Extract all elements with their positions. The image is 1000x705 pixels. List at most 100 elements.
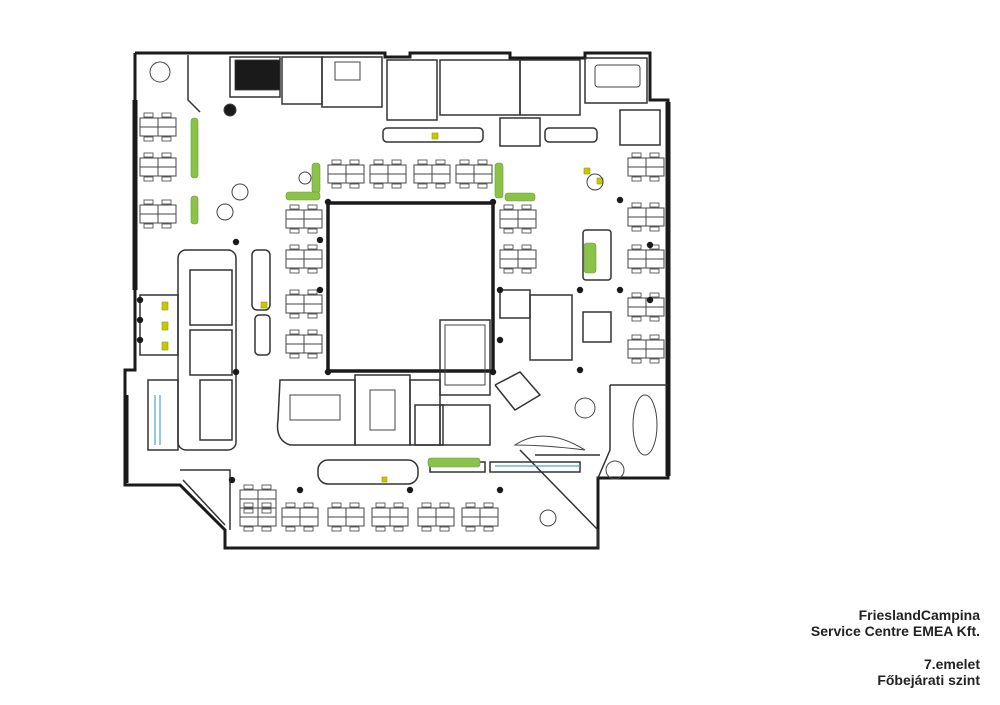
column-marker: [296, 486, 304, 494]
chair: [289, 353, 300, 359]
chair: [307, 204, 318, 210]
glass-elements: [154, 395, 580, 467]
chair: [393, 502, 404, 508]
round-tables: [149, 61, 658, 527]
column-marker: [496, 286, 504, 294]
chair: [143, 112, 154, 118]
chair: [521, 244, 532, 250]
chair: [649, 358, 660, 364]
desk-cluster: [413, 164, 433, 175]
interior-partitions: [139, 55, 668, 548]
chair: [503, 228, 514, 234]
chair: [417, 183, 428, 189]
chair: [161, 152, 172, 158]
column-marker: [576, 286, 584, 294]
desk-cluster: [417, 507, 437, 518]
chair: [631, 292, 642, 298]
desk-cluster: [645, 207, 665, 218]
desk-cluster: [479, 507, 499, 518]
column-marker: [496, 486, 504, 494]
desk-cluster: [157, 166, 177, 177]
chair: [143, 223, 154, 229]
desk-cluster: [369, 173, 389, 184]
column-marker: [576, 366, 584, 374]
desk-cluster: [627, 157, 647, 168]
desk-cluster: [157, 117, 177, 128]
desk-cluster: [413, 173, 433, 184]
desk-cluster: [627, 339, 647, 350]
column-marker: [136, 316, 144, 324]
chair: [649, 268, 660, 274]
chair: [303, 526, 314, 532]
column-marker: [232, 368, 240, 376]
desk-cluster: [157, 204, 177, 215]
column-marker: [316, 286, 324, 294]
chair: [261, 508, 272, 514]
desk-cluster: [345, 507, 365, 518]
chair: [483, 526, 494, 532]
chair: [161, 223, 172, 229]
chair: [503, 204, 514, 210]
desk-cluster: [345, 173, 365, 184]
chair: [331, 159, 342, 165]
desk-cluster: [285, 258, 305, 269]
chair: [243, 502, 254, 508]
chair: [285, 502, 296, 508]
chair: [143, 136, 154, 142]
desk-cluster: [369, 164, 389, 175]
chair: [459, 159, 470, 165]
desk-cluster: [517, 258, 537, 269]
chair: [631, 244, 642, 250]
chair: [261, 526, 272, 532]
chair: [143, 176, 154, 182]
chair: [435, 183, 446, 189]
chair: [503, 268, 514, 274]
chair: [631, 202, 642, 208]
desk-cluster: [257, 489, 277, 500]
desk-cluster: [257, 516, 277, 527]
chair: [349, 159, 360, 165]
desk-cluster: [239, 516, 259, 527]
desk-cluster: [627, 348, 647, 359]
desk-cluster: [645, 157, 665, 168]
desk-cluster: [627, 216, 647, 227]
chair: [417, 159, 428, 165]
desk-cluster: [327, 173, 347, 184]
chair: [143, 152, 154, 158]
column-marker: [496, 336, 504, 344]
chair: [243, 484, 254, 490]
column-marker: [646, 296, 654, 304]
desk-cluster: [627, 297, 647, 308]
chair: [631, 358, 642, 364]
chair: [373, 183, 384, 189]
desk-cluster: [645, 166, 665, 177]
window-mullions: [123, 100, 671, 483]
chair: [439, 526, 450, 532]
column-marker: [136, 336, 144, 344]
chair: [289, 313, 300, 319]
column-marker: [646, 241, 654, 249]
desk-cluster: [645, 249, 665, 260]
chair: [331, 526, 342, 532]
chair: [289, 204, 300, 210]
accent-fixtures: [161, 132, 604, 483]
desk-cluster: [303, 334, 323, 345]
chair: [331, 183, 342, 189]
desk-cluster: [627, 207, 647, 218]
desk-cluster: [285, 343, 305, 354]
column-marker: [324, 198, 332, 206]
desk-cluster: [285, 334, 305, 345]
desk-cluster: [499, 209, 519, 220]
desk-cluster: [645, 348, 665, 359]
desk-cluster: [239, 489, 259, 500]
column-marker: [228, 476, 236, 484]
desk-cluster: [285, 294, 305, 305]
training-table: [369, 389, 396, 431]
chair: [261, 502, 272, 508]
chair: [161, 176, 172, 182]
company-caption: FrieslandCampina Service Centre EMEA Kft…: [811, 607, 980, 639]
chair: [349, 502, 360, 508]
column-markers: [136, 196, 654, 494]
desk-cluster: [627, 306, 647, 317]
